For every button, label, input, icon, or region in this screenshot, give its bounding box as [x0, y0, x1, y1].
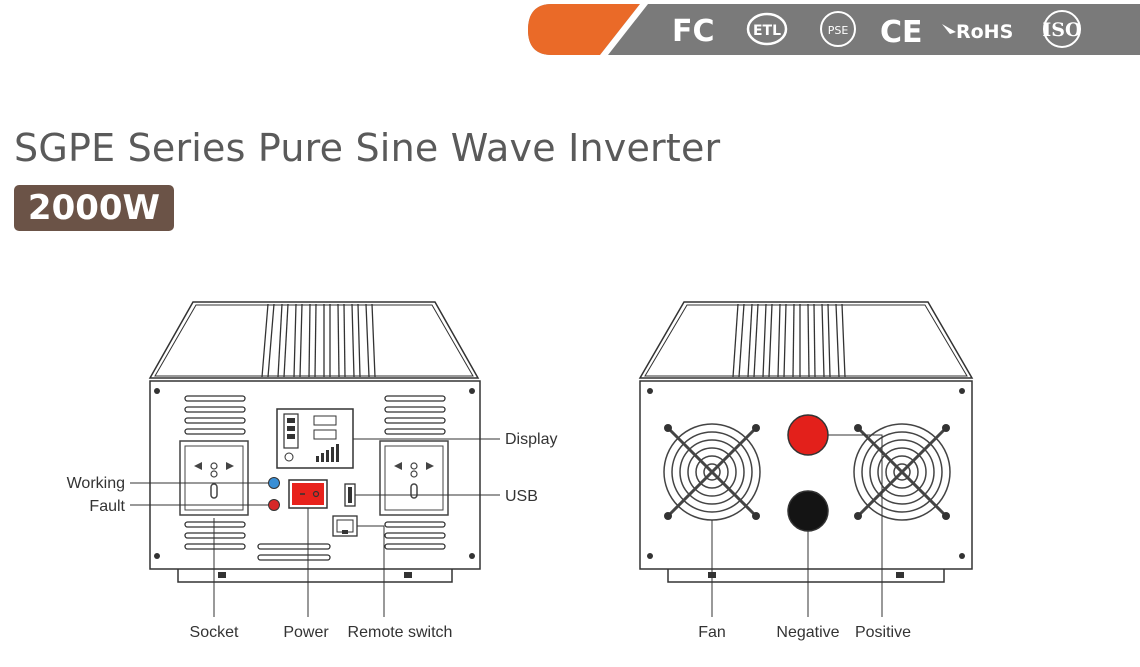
cooling-fan-left [662, 422, 762, 522]
svg-text:CE: CE [880, 15, 923, 50]
svg-text:PSE: PSE [828, 24, 849, 37]
svg-text:ETL: ETL [753, 23, 781, 39]
positive-label: Positive [855, 624, 911, 641]
pse-logo: PSE [820, 11, 856, 47]
negative-label: Negative [776, 624, 839, 641]
cert-bar-background [528, 4, 1140, 55]
power-switch[interactable] [288, 479, 328, 509]
inverter-rear-view: Fan Negative Positive [638, 301, 974, 641]
cooling-fan-right [852, 422, 952, 522]
svg-text:ISO: ISO [1042, 19, 1081, 41]
inverter-diagram: Working Fault Display USB Socket Power R… [67, 301, 974, 641]
front-vents [184, 395, 446, 561]
lcd-display [276, 408, 354, 469]
fault-led [268, 499, 280, 511]
negative-terminal[interactable] [787, 490, 829, 532]
positive-terminal[interactable] [787, 414, 829, 456]
cert-bar-orange-accent [528, 4, 640, 55]
ac-socket-left[interactable] [179, 440, 249, 516]
socket-label: Socket [190, 624, 239, 641]
certification-bar: FC ETL PSE CE RoHS ISO [528, 4, 1140, 55]
svg-text:FC: FC [672, 14, 715, 49]
working-led [268, 477, 280, 489]
fan-label: Fan [698, 624, 726, 641]
wattage-badge: 2000W [14, 185, 174, 231]
fc-logo: FC [672, 14, 715, 49]
working-label: Working [67, 475, 125, 492]
svg-text:RoHS: RoHS [956, 21, 1013, 43]
fault-label: Fault [89, 498, 125, 515]
iso-logo: ISO [1042, 10, 1082, 48]
power-label: Power [283, 624, 329, 641]
heatsink-fins [261, 303, 376, 378]
ac-socket-right[interactable] [379, 440, 449, 516]
remote-switch-label: Remote switch [348, 624, 453, 641]
usb-label: USB [505, 488, 538, 505]
rohs-logo: RoHS [942, 21, 1013, 43]
page-title: SGPE Series Pure Sine Wave Inverter [14, 126, 721, 170]
cert-bar-divider [600, 4, 648, 55]
ce-logo: CE [880, 15, 923, 50]
display-label: Display [505, 431, 557, 448]
remote-switch-port[interactable] [332, 515, 358, 537]
etl-logo: ETL [746, 12, 788, 46]
usb-port[interactable] [344, 483, 356, 507]
inverter-front-view: Working Fault Display USB Socket Power R… [67, 301, 557, 641]
